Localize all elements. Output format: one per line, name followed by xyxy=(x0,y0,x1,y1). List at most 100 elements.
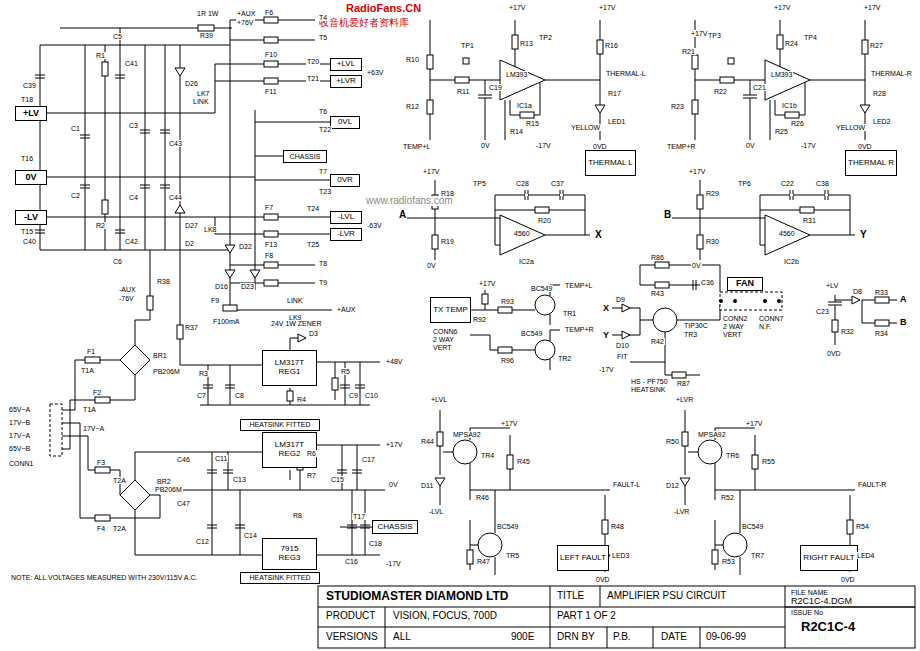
schematic-label: 0V xyxy=(426,262,437,269)
label-box: TX TEMP xyxy=(430,297,471,323)
schematic-label: R28 xyxy=(872,90,887,97)
schematic-label: C23 xyxy=(815,308,830,315)
schematic-label: BC549 xyxy=(496,523,519,530)
schematic-label: TR1 xyxy=(562,310,577,317)
schematic-label: R45 xyxy=(516,458,531,465)
schematic-label: R44 xyxy=(420,438,435,445)
schematic-label: TP2 xyxy=(538,34,553,41)
schematic-label: 0VD xyxy=(595,576,611,583)
box-text: 0VL xyxy=(338,118,352,127)
box-text: 0V xyxy=(25,173,36,183)
schematic-label: TR4 xyxy=(480,452,495,459)
schematic-label: LED3 xyxy=(611,552,631,559)
schematic-label: +17V xyxy=(422,168,441,175)
schematic-label: R5 xyxy=(340,368,351,375)
schematic-label: -LVL xyxy=(428,508,444,515)
schematic-label: R22 xyxy=(713,88,728,95)
schematic-label: +AUX xyxy=(336,306,356,313)
schematic-label: R46 xyxy=(475,494,490,501)
schematic-label: LM393 xyxy=(770,71,793,78)
schematic-label: LED1 xyxy=(607,118,627,125)
schematic-label: B xyxy=(663,210,672,220)
box-text: TX TEMP xyxy=(433,306,468,315)
schematic-label: TR5 xyxy=(505,552,520,559)
label-box: -LV xyxy=(15,210,47,225)
label-box: 0VL xyxy=(330,116,360,129)
schematic-label: R7 xyxy=(306,472,317,479)
schematic-label: R19 xyxy=(440,238,455,245)
schematic-label: CONN6 xyxy=(432,328,459,335)
label-box: +LVL xyxy=(330,58,362,71)
schematic-label: X xyxy=(594,230,603,240)
box-text: +LV xyxy=(23,109,39,119)
schematic-label: T18 xyxy=(20,96,34,103)
box-text: 0VR xyxy=(337,176,353,185)
schematic-label: F3 xyxy=(96,459,106,466)
schematic-label: R43 xyxy=(650,290,665,297)
schematic-label: DRN BY xyxy=(556,632,596,642)
schematic-label: D8 xyxy=(852,288,863,295)
schematic-label: MPSA92 xyxy=(697,431,727,438)
schematic-label: A xyxy=(398,210,407,220)
label-box: HEATSINK FITTED xyxy=(240,419,320,431)
schematic-label: F7 xyxy=(264,204,274,211)
schematic-label: PART 1 OF 2 xyxy=(556,611,617,621)
schematic-label: C9 xyxy=(348,392,359,399)
schematic-label: C43 xyxy=(168,140,183,147)
schematic-label: C3 xyxy=(128,122,139,129)
schematic-label: T17 xyxy=(352,513,366,520)
schematic-label: R2C1C-4.DGM xyxy=(790,597,853,606)
schematic-label: TR3 xyxy=(683,331,698,338)
schematic-label: R13 xyxy=(519,40,534,47)
schematic-label: D22 xyxy=(238,243,253,250)
schematic-label: C39 xyxy=(22,82,37,89)
schematic-label: CONN2 xyxy=(722,315,749,322)
schematic-label: FAULT-L xyxy=(612,481,641,488)
schematic-label: R38 xyxy=(156,278,171,285)
schematic-label: 0V xyxy=(745,142,756,149)
schematic-label: C13 xyxy=(232,476,247,483)
schematic-label: C37 xyxy=(550,180,565,187)
schematic-label: R4 xyxy=(296,396,307,403)
schematic-label: T4 xyxy=(318,14,328,21)
schematic-label: 4560 xyxy=(513,230,531,237)
schematic-label: R96 xyxy=(500,357,515,364)
schematic-label: T9 xyxy=(318,279,328,286)
schematic-label: LED4 xyxy=(856,552,876,559)
schematic-label: FAULT-R xyxy=(857,481,887,488)
schematic-label: D12 xyxy=(665,482,680,489)
schematic-label: T25 xyxy=(306,241,320,248)
label-box: -LVL xyxy=(330,211,362,224)
schematic-label: 0V xyxy=(480,142,491,149)
schematic-label: C11 xyxy=(214,455,228,462)
label-box: THERMAL L xyxy=(585,150,636,176)
schematic-label: T2A xyxy=(112,477,127,484)
schematic-label: LK8 xyxy=(203,226,217,233)
schematic-label: C46 xyxy=(176,456,191,463)
schematic-label: C18 xyxy=(368,540,383,547)
schematic-label: C4 xyxy=(128,194,139,201)
schematic-label: R50 xyxy=(665,438,680,445)
schematic-label: YELLOW xyxy=(570,124,601,131)
schematic-label: +LVL xyxy=(430,396,448,403)
schematic-label: C12 xyxy=(195,538,210,545)
schematic-label: PB206M xyxy=(152,368,181,375)
box-text: LM317T xyxy=(275,441,304,450)
schematic-label: +17V xyxy=(508,4,527,11)
schematic-label: -AUX xyxy=(118,286,137,293)
schematic-label: TIP30C xyxy=(683,322,709,329)
schematic-label: R53 xyxy=(721,558,736,565)
label-box: THERMAL R xyxy=(845,150,897,176)
schematic-label: D10 xyxy=(615,342,630,349)
schematic-label: +76V xyxy=(236,19,255,26)
schematic-label: C44 xyxy=(168,194,183,201)
schematic-label: T21 xyxy=(306,75,320,82)
label-box: +LV xyxy=(15,106,47,121)
box-text: FAN xyxy=(736,279,754,289)
box-text: -LVL xyxy=(338,213,354,222)
schematic-label: R26 xyxy=(790,120,805,127)
schematic-label: Y xyxy=(859,230,868,240)
schematic-label: C21 xyxy=(752,84,767,91)
schematic-label: +17V xyxy=(773,4,792,11)
schematic-label: YELLOW xyxy=(835,124,866,131)
